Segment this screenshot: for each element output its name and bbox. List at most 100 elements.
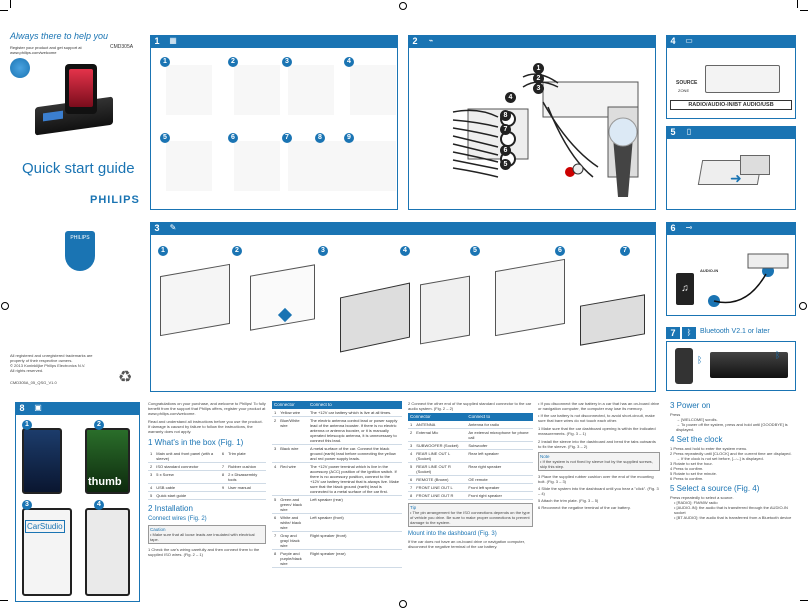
table-cell: 5 x Screw [154, 470, 220, 484]
table-cell: Quick start guide [154, 491, 220, 500]
bluetooth-title: Bluetooth V2.1 or later [700, 328, 770, 335]
col-header: Connect to [307, 401, 402, 409]
device-icon: ▯ [682, 126, 696, 138]
table-cell: Rear left speaker [466, 449, 533, 463]
carstudio-label: CarStudio [25, 520, 65, 533]
audio-in-icon: ⊸ [682, 222, 696, 234]
step6-header-bar [666, 222, 796, 234]
table-cell: ISO standard connector [154, 462, 220, 471]
intro-text: Congratulations on your purchase, and we… [148, 401, 266, 416]
table-cell: Trim plate [226, 450, 266, 463]
table-cell: 7 [272, 531, 279, 550]
note-title: Note [540, 454, 550, 459]
install-step-badge: 3 [318, 246, 328, 256]
subsection-heading: Connect wires (Fig. 2) [148, 516, 207, 522]
legal-text: © 2013 Koninklijke Philips Electronics N… [10, 363, 86, 368]
section-heading: 1 What's in the box (Fig. 1) [148, 438, 244, 447]
player-illustration: ♫ [676, 273, 694, 305]
wire-number-badge: 7 [500, 124, 511, 135]
product-image [35, 64, 115, 136]
col-header: Connect to [466, 413, 533, 421]
step1-number: 1 [150, 35, 164, 47]
legal-text: All registered and unregistered trademar… [10, 353, 93, 358]
table-cell: A metal surface of the car. Connect the … [307, 444, 402, 463]
item-number-badge: 1 [160, 57, 170, 67]
install-step-badge: 2 [232, 246, 242, 256]
wire-number-badge: 2 [533, 73, 544, 84]
model-number: CMD305A [110, 44, 134, 50]
screwdriver-icon: ✎ [166, 222, 180, 234]
table-cell: Front left speaker [466, 483, 533, 492]
step4-number: 4 [666, 35, 680, 47]
recycle-icon: ♻ [118, 369, 133, 386]
table-cell: An external microphone for phone call [466, 428, 533, 442]
install-step-badge: 7 [620, 246, 630, 256]
mount-text: If the car does not have an on-board dri… [408, 539, 525, 549]
item-number-badge: 8 [315, 133, 325, 143]
table-cell: Purple and purple/black wire [278, 549, 308, 568]
table-cell: Black wire [278, 444, 308, 463]
install-step-badge: 4 [400, 246, 410, 256]
doc-code: CMD305A_05_QSG_V1.0 [10, 380, 57, 385]
table-cell: White and white/ black wire [278, 513, 308, 532]
app-icon: ▣ [31, 402, 45, 414]
crop-mark [800, 600, 808, 601]
box-item-illustration [166, 65, 212, 115]
box-item-illustration [350, 141, 396, 191]
step1-frame [150, 47, 398, 210]
table-cell: 5 [272, 495, 279, 514]
step5-number: 5 [666, 126, 680, 138]
instruction-step: 2 Install the sleeve into the dashboard … [538, 439, 656, 449]
table-cell: The +12V car battery which is live at al… [307, 409, 402, 417]
brand-wordmark: PHILIPS [90, 194, 140, 206]
table-cell: 4 [272, 462, 279, 496]
step6-number: 6 [666, 222, 680, 234]
table-cell: 2 x Disassembly tools [226, 470, 266, 484]
item-number-badge: 6 [228, 133, 238, 143]
table-cell: 5 [148, 491, 155, 500]
instruction-step: 5 Attach the trim plate. (Fig. 3 – 5) [538, 498, 599, 503]
register-line: Register your product and get support at [10, 45, 82, 50]
instruction-step: 5 Rotate to set the minute. [670, 471, 717, 476]
instruction-step: 6 Reconnect the negative terminal of the… [538, 505, 631, 510]
table-cell: USB cable [154, 483, 220, 492]
table-cell: REAR LINE OUT R (Socket) [414, 462, 467, 476]
instruction-step: 1 Make sure that the car dashboard openi… [538, 426, 656, 436]
table-cell: External Mic [414, 428, 467, 442]
registration-mark [399, 600, 407, 608]
caution-text: • Make sure that all loose leads are ins… [150, 532, 255, 542]
register-url: www.philips.com/welcome [10, 50, 57, 55]
bluetooth-symbol-icon: ᛒ [775, 350, 781, 360]
step4-frame [666, 47, 796, 119]
subsection-heading: Mount into the dashboard (Fig. 3) [408, 531, 497, 537]
table-cell: FRONT LINE OUT R [414, 491, 467, 500]
section-heading: 2 Installation [148, 504, 193, 513]
table-cell: Right speaker (front) [307, 531, 402, 550]
table-cell: Red wire [278, 462, 308, 496]
table-cell: Subwoofer [466, 441, 533, 450]
table-cell: REMOTE (Brown) [414, 475, 467, 484]
table-cell [226, 491, 266, 500]
registration-mark [799, 302, 807, 310]
table-cell: 2 [272, 416, 279, 445]
step5-frame [666, 138, 796, 210]
table-cell: Green and green/ black wire [278, 495, 308, 514]
table-cell: 1 [272, 409, 279, 417]
table-cell: Yellow wire [278, 409, 308, 417]
table-cell: 7 [219, 462, 227, 471]
text-column-1: Congratulations on your purchase, and we… [148, 401, 266, 557]
step1-header-bar [150, 35, 398, 47]
box-item-illustration [234, 65, 280, 115]
table-cell: 8 [272, 549, 279, 568]
